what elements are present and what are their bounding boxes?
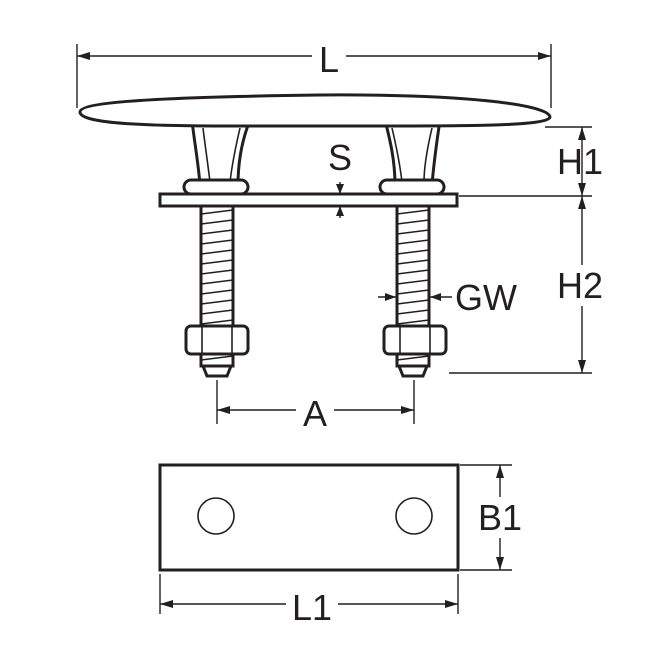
base-plate-side (158, 192, 459, 208)
dimension-H1: H1 (459, 126, 603, 197)
mounting-hole-right (395, 497, 433, 535)
label-L1: L1 (292, 587, 332, 628)
cleat-side-view (78, 93, 552, 208)
dimension-GW: GW (378, 277, 517, 318)
nut-right-faces (399, 326, 431, 354)
label-H2: H2 (557, 265, 603, 306)
screw-left (184, 204, 250, 378)
cleat-leg-left (190, 118, 253, 187)
dimension-B1: B1 (460, 464, 522, 571)
base-plate-top-view (158, 463, 460, 572)
cleat-leg-left-inner (202, 127, 241, 183)
screw-right (382, 204, 448, 378)
cleat-foot-left (182, 178, 250, 196)
label-GW: GW (455, 277, 517, 318)
cleat-horn (78, 93, 552, 128)
cleat-foot-right (378, 178, 446, 196)
screw-right-tip (396, 364, 430, 378)
dimension-L: L (76, 39, 552, 108)
cleat-leg-right-inner (391, 127, 433, 183)
dimension-A: A (216, 380, 415, 434)
dimension-L1: L1 (159, 574, 459, 628)
dimension-H2: H2 (449, 196, 603, 374)
mounting-hole-left (197, 497, 235, 535)
nut-left (184, 324, 250, 356)
screw-left-tip (200, 364, 234, 378)
label-H1: H1 (557, 141, 603, 182)
nut-right (382, 324, 448, 356)
dimension-S: S (328, 137, 352, 218)
label-A: A (303, 393, 327, 434)
label-L: L (319, 39, 339, 80)
nut-left-faces (201, 326, 233, 354)
base-plate-outline (158, 463, 460, 572)
label-S: S (328, 137, 352, 178)
label-B1: B1 (478, 497, 522, 538)
